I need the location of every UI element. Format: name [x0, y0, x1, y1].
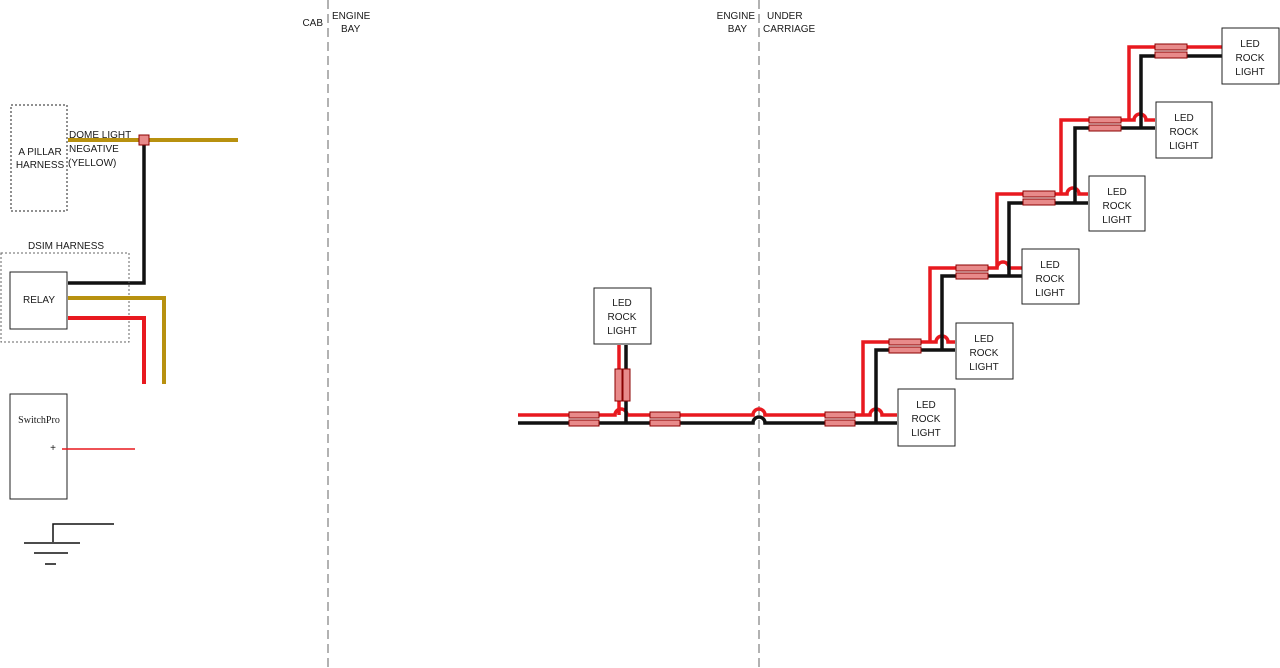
zone-label-engine-bay-left: ENGINE: [332, 11, 371, 22]
switchpro-box: [9, 393, 68, 500]
dome-light-label-2: NEGATIVE: [69, 144, 119, 155]
rock-light-box: [1021, 248, 1080, 305]
zone-label-cab: CAB: [302, 18, 323, 29]
relay-yellow-wire: [68, 296, 166, 384]
rock-light-label: ROCK: [608, 312, 637, 323]
rock-light-label: ROCK: [1236, 53, 1265, 64]
rock-light-label: LED: [916, 400, 935, 411]
stair-ground-wire: [874, 54, 1222, 423]
rock-light-label: ROCK: [1170, 127, 1199, 138]
stair-connector: [955, 264, 989, 280]
rock-light-label: LIGHT: [911, 428, 940, 439]
rock-light-box: [1088, 175, 1146, 232]
rock-light-label: LIGHT: [969, 362, 998, 373]
rock-light-label: LED: [1240, 39, 1259, 50]
switchpro-plus-label: +: [50, 443, 56, 454]
rock-light: LED ROCK LIGHT: [955, 322, 1014, 380]
stair-connector: [888, 338, 922, 354]
relay-red-wire: [68, 316, 146, 384]
zone-label-undercarriage: UNDER: [767, 11, 803, 22]
a-pillar-label: A PILLAR: [18, 147, 61, 158]
rock-light-label: LIGHT: [607, 326, 636, 337]
rock-light: LED ROCK LIGHT: [1021, 248, 1080, 305]
rock-light-label: LIGHT: [1169, 141, 1198, 152]
wire-tap-connector: [138, 134, 150, 146]
rock-light-box: [1155, 101, 1213, 159]
stair-connector: [1154, 43, 1188, 59]
rock-light-box: [593, 287, 652, 345]
rock-light-label: LED: [1107, 187, 1126, 198]
zone-label-engine-bay-right-2: BAY: [728, 24, 748, 35]
rock-light: LED ROCK LIGHT: [1155, 101, 1213, 159]
rock-light-label: LED: [1174, 113, 1193, 124]
rock-light-label: ROCK: [970, 348, 999, 359]
dome-light-label: DOME LIGHT: [69, 130, 131, 141]
rock-light-box: [897, 388, 956, 447]
rock-light-box: [1221, 27, 1280, 85]
trunk-connector: [824, 411, 856, 427]
rock-light-label: LIGHT: [1102, 215, 1131, 226]
zone-label-engine-bay-left-2: BAY: [341, 24, 361, 35]
switchpro-label: SwitchPro: [18, 415, 60, 426]
a-pillar-label-2: HARNESS: [16, 160, 65, 171]
trunk-connector: [649, 411, 681, 427]
rock-light-box: [955, 322, 1014, 380]
zone-label-undercarriage-2: CARRIAGE: [763, 24, 816, 35]
rock-light-label: LED: [974, 334, 993, 345]
dome-light-label-3: (YELLOW): [68, 158, 116, 169]
rock-light-label: LIGHT: [1235, 67, 1264, 78]
trunk-ground-wire: [518, 415, 897, 425]
rock-light: LED ROCK LIGHT: [897, 388, 956, 447]
rock-light-label: ROCK: [1036, 274, 1065, 285]
zone-label-engine-bay-right: ENGINE: [717, 11, 756, 22]
rock-light-label: ROCK: [1103, 201, 1132, 212]
relay-label: RELAY: [23, 295, 55, 306]
stair-connector: [1022, 190, 1056, 206]
branch-connector: [614, 368, 631, 402]
rock-light-label: LIGHT: [1035, 288, 1064, 299]
stair-connector: [1088, 116, 1122, 132]
stair-positive-wire: [861, 45, 1222, 415]
rock-light: LED ROCK LIGHT: [1088, 175, 1146, 232]
rock-light-label: LED: [612, 298, 631, 309]
trunk-connector: [568, 411, 600, 427]
dsim-harness-label: DSIM HARNESS: [28, 241, 104, 252]
rock-light: LED ROCK LIGHT: [1221, 27, 1280, 85]
ground-icon: [24, 523, 114, 565]
rock-light-label: ROCK: [912, 414, 941, 425]
relay-trigger-wire: [68, 140, 146, 285]
rock-light-label: LED: [1040, 260, 1059, 271]
a-pillar-harness-box: [10, 104, 68, 212]
relay-box: [9, 271, 68, 330]
